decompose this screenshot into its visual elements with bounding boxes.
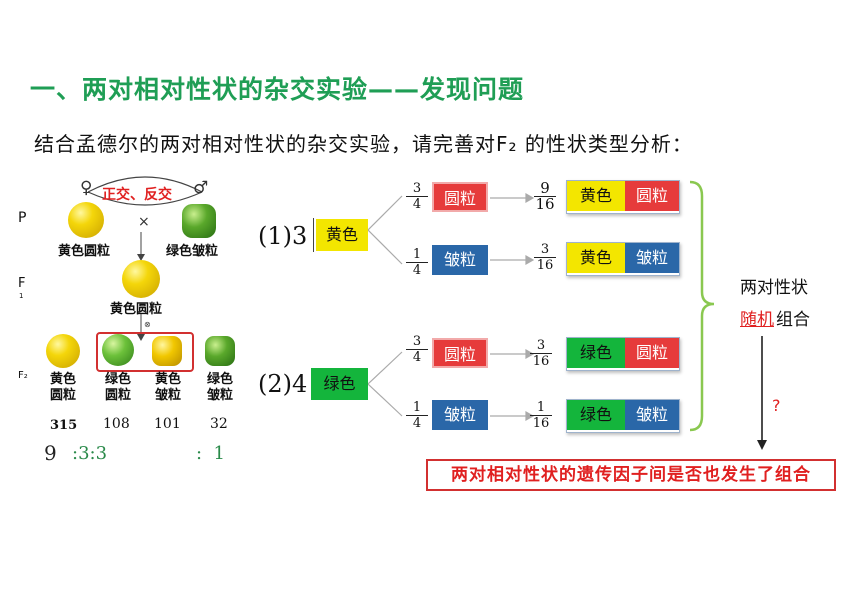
- f2-count-green-wrinkled: 32: [210, 416, 228, 432]
- grouping-brace: [689, 180, 715, 432]
- ratio-1: : 1: [196, 443, 225, 464]
- page-subtitle: 结合孟德尔的两对相对性状的杂交实验，请完善对F₂ 的性状类型分析：: [34, 132, 693, 156]
- f2-count-yellow-round: 315: [50, 418, 78, 433]
- result-yellow-wrinkled-shape: 皱粒: [625, 243, 679, 273]
- row2-color-box: 绿色: [311, 368, 368, 400]
- ratio-3-3: :3:3: [72, 443, 108, 464]
- p-generation-label: P: [18, 210, 27, 226]
- row1-divider: [313, 218, 314, 252]
- conclusion-line1: 两对性状: [740, 278, 808, 298]
- result-yellow-round-color: 黄色: [567, 181, 625, 211]
- f2-count-green-round: 108: [103, 416, 130, 432]
- row2-prefix: (2)4: [258, 370, 308, 398]
- f2-label-yellow-round: 黄色圆粒: [49, 372, 76, 403]
- cross-arc: [87, 176, 203, 206]
- result-yellow-wrinkled: 黄色 皱粒: [566, 242, 680, 276]
- result-green-round-shape: 圆粒: [625, 338, 679, 368]
- shape-box-round-1: 圆粒: [432, 182, 488, 212]
- f2-label-green-round: 绿色圆粒: [104, 372, 131, 403]
- conclusion-question-box: 两对相对性状的遗传因子间是否也发生了组合: [426, 459, 836, 491]
- result-green-wrinkled-shape: 皱粒: [625, 400, 679, 430]
- result-green-round-color: 绿色: [567, 338, 625, 368]
- cross-label: 正交、反交: [102, 187, 172, 203]
- recombinant-highlight: [96, 332, 194, 372]
- down-arrow-icon: [757, 336, 767, 450]
- shape-box-wrinkled-2: 皱粒: [432, 400, 488, 430]
- p-left-label: 黄色圆粒: [58, 244, 111, 259]
- row1-branch-arrows: [368, 195, 403, 265]
- result-green-wrinkled: 绿色 皱粒: [566, 399, 680, 433]
- row2-branch-arrows: [368, 351, 403, 417]
- f1-pea-label: 黄色圆粒: [110, 302, 163, 317]
- conclusion-random: 随机: [740, 310, 774, 330]
- result-yellow-wrinkled-color: 黄色: [567, 243, 625, 273]
- ratio-9: 9: [44, 441, 57, 465]
- conclusion-combine: 组合: [776, 310, 810, 330]
- f1-generation-sub: 1: [19, 292, 24, 300]
- f2-label-green-wrinkled: 绿色皱粒: [206, 372, 233, 403]
- male-icon: ♂: [193, 178, 209, 198]
- result-green-wrinkled-color: 绿色: [567, 400, 625, 430]
- result-green-round: 绿色 圆粒: [566, 337, 680, 371]
- result-yellow-round-shape: 圆粒: [625, 181, 679, 211]
- pea-f2-green-round: [102, 334, 134, 366]
- f2-generation-label: F₂: [18, 370, 28, 381]
- row1-prefix: (1)3: [258, 222, 308, 250]
- result-arrows: [490, 192, 534, 422]
- result-yellow-round: 黄色 圆粒: [566, 180, 680, 214]
- pea-yellow-round-parent: [68, 202, 104, 238]
- f1-generation-label: F: [18, 276, 26, 291]
- shape-box-round-2: 圆粒: [432, 338, 488, 368]
- pea-f2-green-wrinkled: [205, 336, 235, 366]
- page-title: 一、两对相对性状的杂交实验——发现问题: [30, 75, 525, 104]
- question-mark: ?: [772, 396, 781, 415]
- pea-f2-yellow-wrinkled: [152, 336, 182, 366]
- female-icon: ♀: [80, 178, 93, 198]
- f2-label-yellow-wrinkled: 黄色皱粒: [154, 372, 181, 403]
- f2-count-yellow-wrinkled: 101: [154, 416, 181, 432]
- pea-f2-yellow-round: [46, 334, 80, 368]
- pea-green-wrinkled-parent: [182, 204, 216, 238]
- shape-box-wrinkled-1: 皱粒: [432, 245, 488, 275]
- p-right-label: 绿色皱粒: [166, 244, 219, 259]
- pea-yellow-round-f1: [122, 260, 160, 298]
- cross-times-icon: ×: [138, 214, 150, 230]
- self-cross-icon: ⊗: [144, 320, 151, 329]
- row1-color-box: 黄色: [316, 219, 368, 251]
- p-to-f1-arrow: [137, 232, 145, 261]
